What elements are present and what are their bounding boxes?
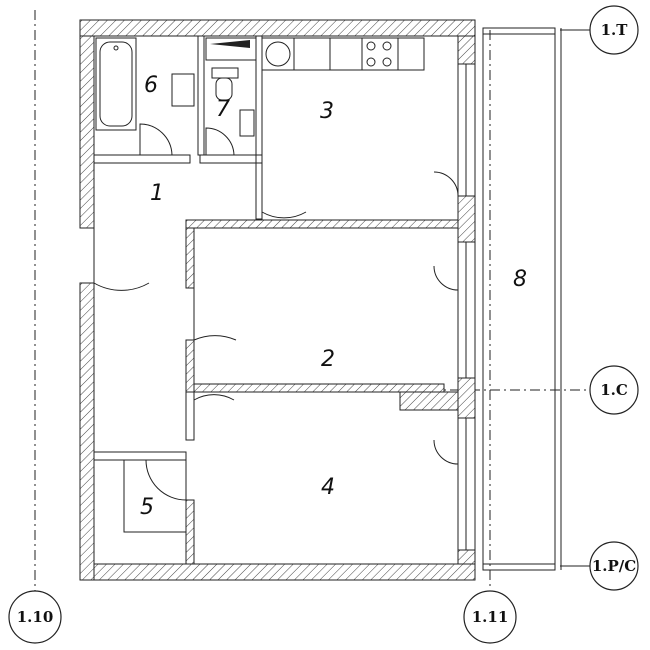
stove-burner — [382, 41, 392, 51]
toilet-bowl — [215, 77, 233, 101]
room-label-closet: 5 — [140, 495, 154, 520]
water-heater-mark — [210, 40, 250, 48]
axis-marker-1-pc: 1.P/C — [589, 541, 639, 591]
stove-burner — [382, 57, 392, 67]
axis-label-1-c: 1.C — [600, 381, 628, 399]
room-label-hall: 1 — [150, 181, 164, 206]
washing-machine-drum — [265, 41, 291, 67]
axis-marker-1-10: 1.10 — [8, 590, 62, 644]
kitchen-counter — [293, 37, 425, 71]
axis-marker-1-c: 1.C — [589, 365, 639, 415]
water-heater — [205, 37, 257, 61]
axis-label-1-10: 1.10 — [17, 608, 54, 626]
closet-shelf — [123, 459, 187, 533]
room-label-loggia: 8 — [513, 267, 527, 292]
stove — [361, 37, 399, 71]
axis-label-1-11: 1.11 — [472, 608, 509, 626]
washbasin — [171, 73, 195, 107]
doors — [93, 123, 459, 501]
toilet-tank — [211, 67, 239, 79]
room-label-toilet: 7 — [216, 97, 230, 122]
axis-label-1-t: 1.T — [601, 21, 629, 39]
axis-marker-1-t: 1.T — [589, 5, 639, 55]
room-label-room-4: 4 — [321, 475, 335, 500]
outer-walls — [79, 19, 476, 581]
axis-label-1-pc: 1.P/C — [592, 557, 636, 575]
washing-machine — [261, 37, 295, 71]
room-label-kitchen: 3 — [320, 99, 334, 124]
toilet-sink — [239, 109, 255, 137]
axis-marker-1-11: 1.11 — [463, 590, 517, 644]
stove-burner — [366, 57, 376, 67]
interior-walls — [93, 35, 459, 565]
room-label-room-2: 2 — [321, 347, 335, 372]
loggia-frame — [482, 27, 562, 571]
room-label-bathroom: 6 — [144, 73, 158, 98]
stove-burner — [366, 41, 376, 51]
bathtub — [95, 37, 137, 131]
